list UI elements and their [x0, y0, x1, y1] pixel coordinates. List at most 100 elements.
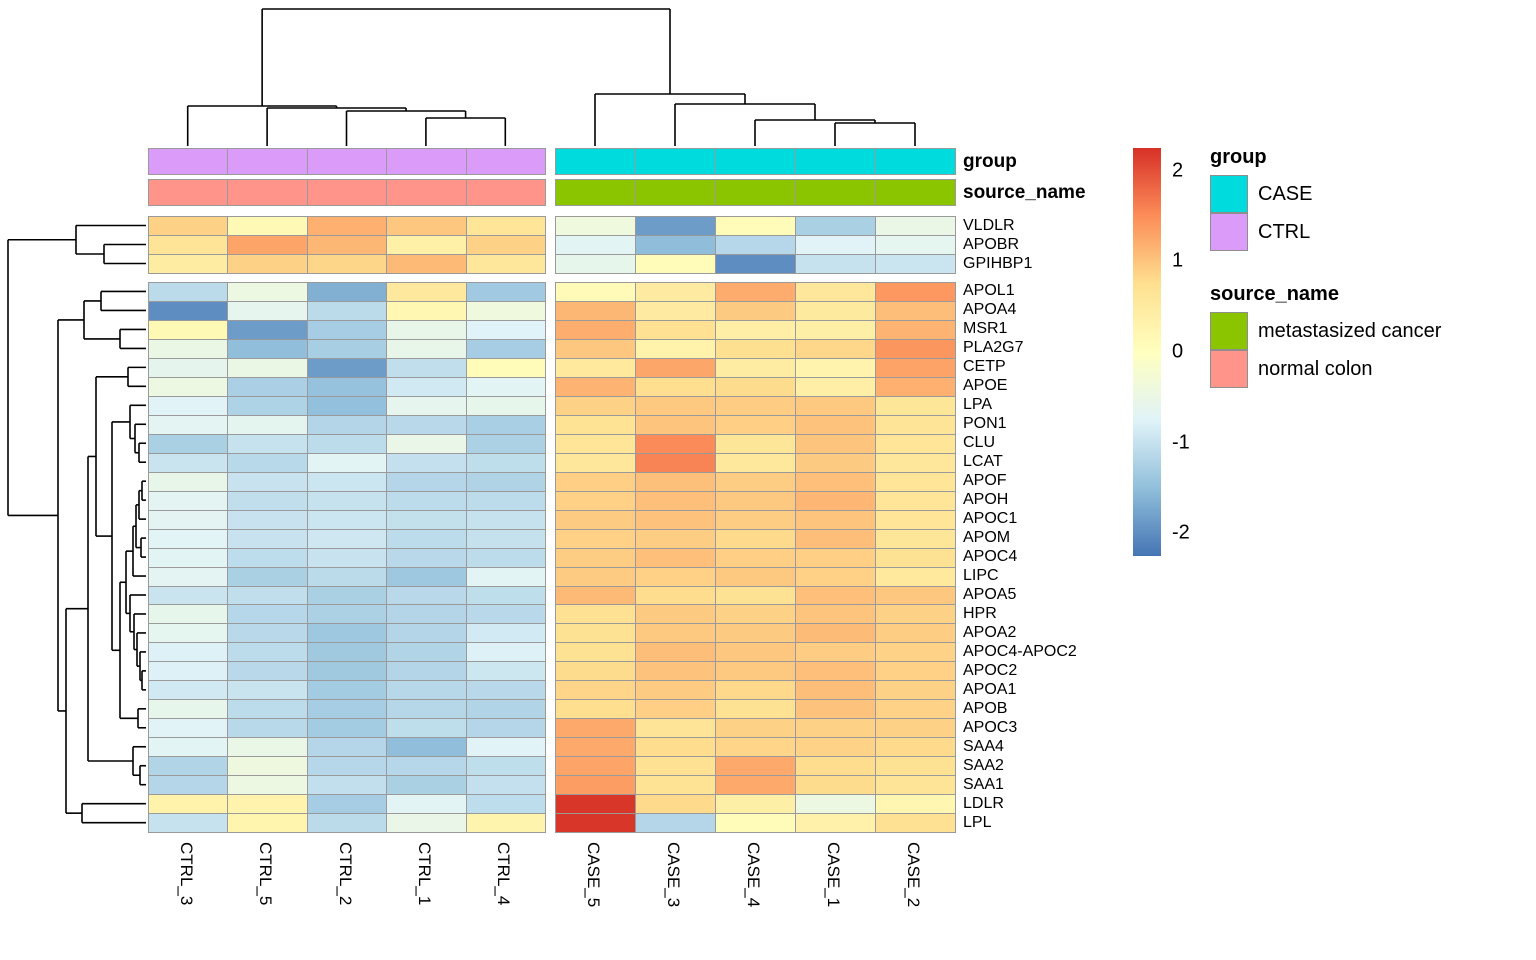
- heatmap-cell: [227, 642, 308, 663]
- row-label: SAA2: [963, 756, 1004, 774]
- heatmap-cell: [148, 623, 229, 644]
- heatmap-cell: [386, 775, 467, 796]
- heatmap-cell: [148, 319, 229, 340]
- heatmap-cell: [875, 737, 956, 758]
- heatmap-cell: [555, 376, 636, 397]
- heatmap-cell: [875, 433, 956, 454]
- heatmap-cell: [875, 718, 956, 739]
- heatmap-cell: [465, 604, 546, 625]
- heatmap-cell: [555, 490, 636, 511]
- heatmap-cell: [795, 282, 876, 302]
- heatmap-cell: [306, 547, 388, 568]
- heatmap-cell: [148, 585, 229, 606]
- legend-entry-label: normal colon: [1258, 357, 1373, 380]
- heatmap-cell: [795, 604, 876, 625]
- legend-group-title: group: [1210, 146, 1267, 168]
- heatmap-cell: [875, 490, 956, 511]
- column-label: CTRL_2: [335, 842, 355, 906]
- heatmap-cell: [148, 433, 229, 454]
- row-label: PLA2G7: [963, 339, 1024, 357]
- heatmap-cell: [555, 357, 636, 378]
- heatmap-cell: [386, 756, 467, 777]
- heatmap-cell: [465, 623, 546, 644]
- column-label: CASE_4: [744, 842, 763, 908]
- heatmap-cell: [227, 813, 308, 834]
- colorbar-tick-label: 2: [1172, 159, 1184, 182]
- heatmap-cell: [386, 433, 467, 454]
- heatmap-cell: [875, 680, 956, 701]
- heatmap-cell: [465, 813, 546, 834]
- heatmap-cell: [555, 737, 636, 758]
- heatmap-cell: [306, 319, 388, 340]
- heatmap-cell: [306, 300, 388, 321]
- heatmap-cell: [306, 216, 388, 236]
- heatmap-cell: [795, 794, 876, 815]
- heatmap-cell: [306, 680, 388, 701]
- heatmap-cell: [386, 452, 467, 473]
- colorbar-tick-label: 1: [1172, 249, 1184, 272]
- heatmap-cell: [555, 433, 636, 454]
- heatmap-cell: [795, 718, 876, 739]
- heatmap-cell: [715, 756, 796, 777]
- heatmap-cell: [148, 235, 229, 255]
- heatmap-cell: [386, 623, 467, 644]
- heatmap-cell: [386, 737, 467, 758]
- row-label: LCAT: [963, 453, 1003, 471]
- heatmap-cell: [795, 775, 876, 796]
- heatmap-cell: [386, 395, 467, 416]
- heatmap-cell: [148, 547, 229, 568]
- heatmap-cell: [306, 357, 388, 378]
- heatmap-cell: [795, 509, 876, 530]
- heatmap-cell: [555, 471, 636, 492]
- heatmap-cell: [795, 338, 876, 359]
- heatmap-cell: [715, 585, 796, 606]
- heatmap-cell: [148, 338, 229, 359]
- heatmap-cell: [795, 490, 876, 511]
- row-label: APOA1: [963, 680, 1017, 698]
- heatmap-cell: [227, 775, 308, 796]
- annotation-cell-group: [148, 148, 229, 175]
- annotation-cell-source_name: [227, 179, 308, 206]
- heatmap-cell: [715, 813, 796, 834]
- heatmap-cell: [715, 282, 796, 302]
- heatmap-cell: [795, 357, 876, 378]
- heatmap-cell: [227, 319, 308, 340]
- heatmap-cell: [555, 642, 636, 663]
- heatmap-cell: [635, 737, 716, 758]
- row-label: APOA2: [963, 623, 1017, 641]
- heatmap-cell: [148, 490, 229, 511]
- heatmap-cell: [386, 471, 467, 492]
- annotation-cell-source_name: [635, 179, 716, 206]
- heatmap-cell: [148, 642, 229, 663]
- heatmap-cell: [635, 813, 716, 834]
- heatmap-cell: [875, 216, 956, 236]
- row-label: LPL: [963, 813, 992, 831]
- heatmap-cell: [635, 509, 716, 530]
- heatmap-cell: [148, 216, 229, 236]
- heatmap-cell: [306, 490, 388, 511]
- heatmap-cell: [386, 319, 467, 340]
- heatmap-cell: [715, 471, 796, 492]
- row-label: APOA5: [963, 586, 1017, 603]
- legend-entry-label: CASE: [1258, 182, 1313, 205]
- heatmap-cell: [465, 300, 546, 321]
- heatmap-cell: [227, 216, 308, 236]
- heatmap-cell: [465, 661, 546, 682]
- heatmap-cell: [635, 433, 716, 454]
- heatmap-cell: [555, 547, 636, 568]
- heatmap-cell: [875, 235, 956, 255]
- heatmap-cell: [386, 414, 467, 435]
- heatmap-cell: [635, 300, 716, 321]
- column-label: CTRL_4: [494, 842, 514, 906]
- column-dendrogram: [186, 8, 916, 146]
- heatmap-cell: [306, 737, 388, 758]
- heatmap-cell: [148, 452, 229, 473]
- heatmap-cell: [386, 642, 467, 663]
- heatmap-cell: [306, 623, 388, 644]
- heatmap-cell: [635, 376, 716, 397]
- annotation-cell-source_name: [795, 179, 876, 206]
- heatmap-cell: [875, 338, 956, 359]
- heatmap-cell: [635, 471, 716, 492]
- heatmap-cell: [715, 235, 796, 255]
- heatmap-cell: [555, 585, 636, 606]
